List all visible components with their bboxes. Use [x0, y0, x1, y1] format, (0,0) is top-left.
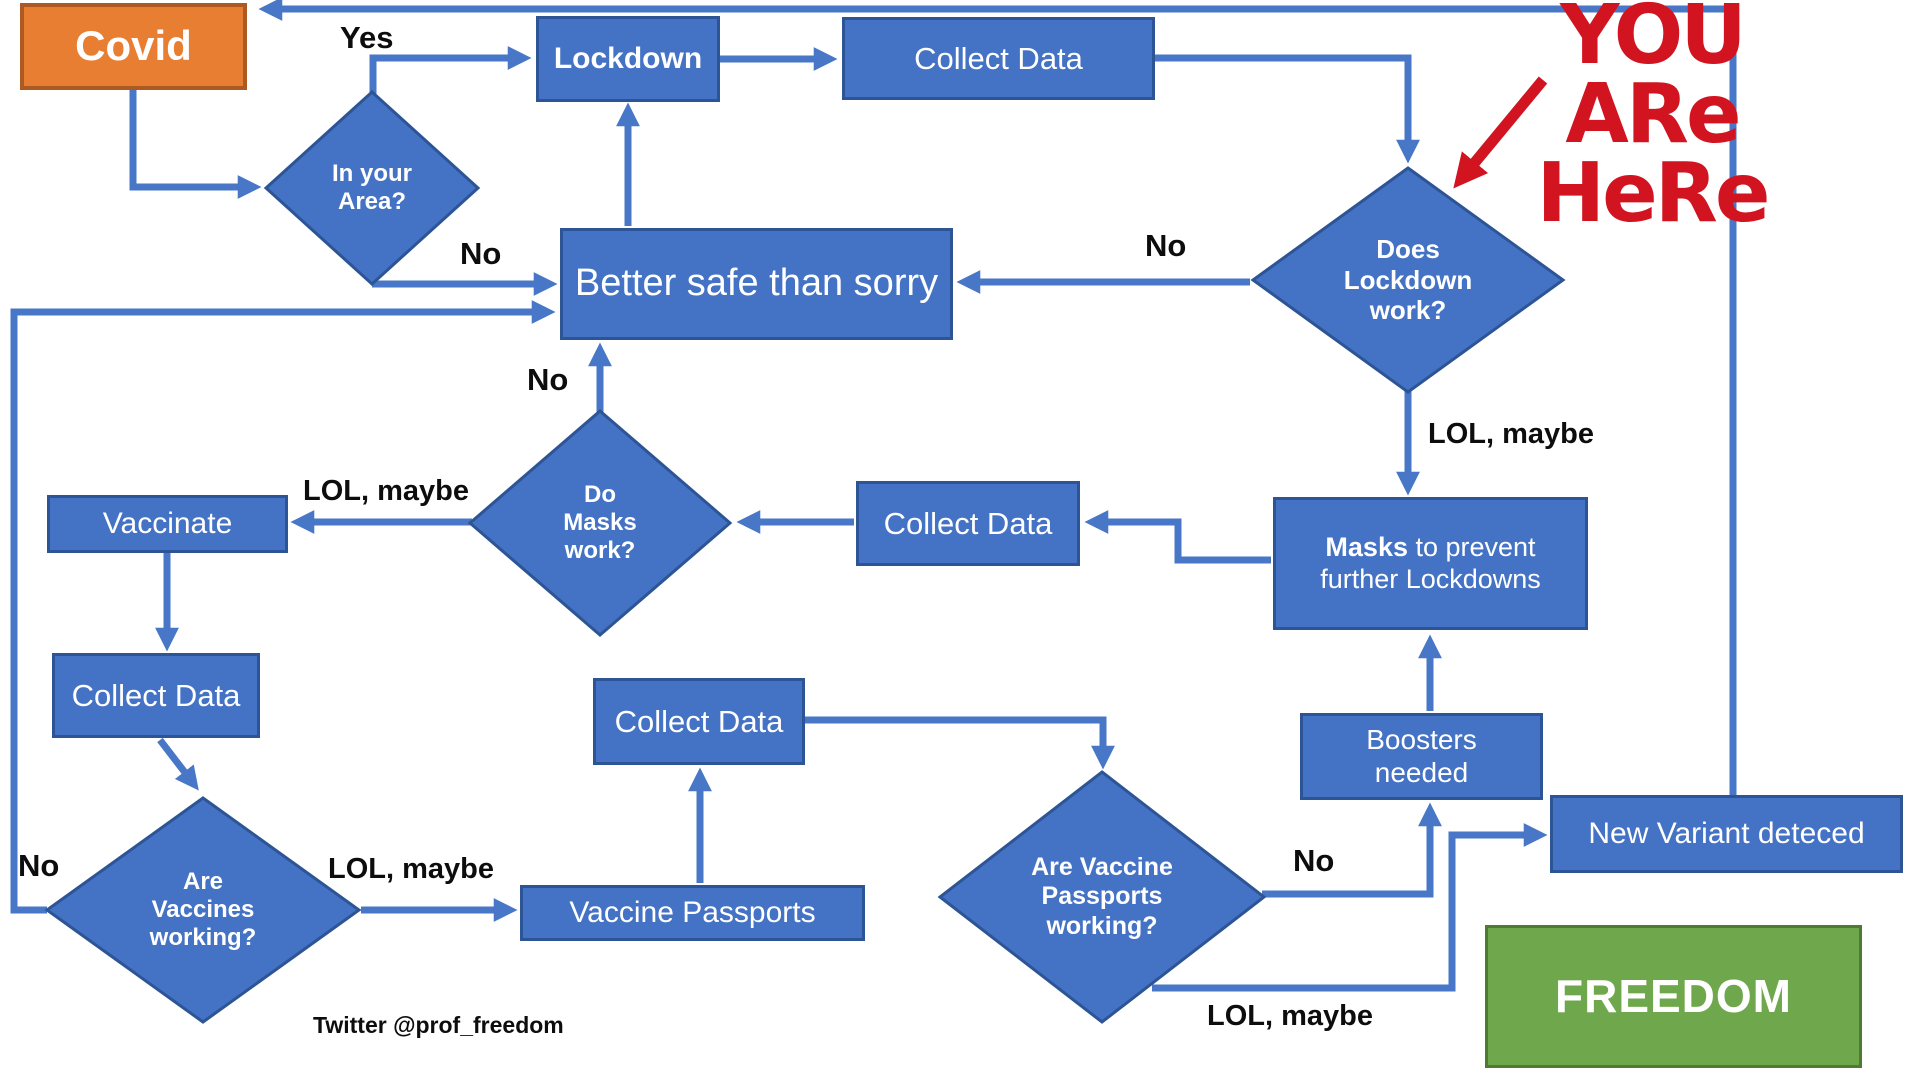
- edge-label-lol-do-masks: LOL, maybe: [303, 475, 469, 507]
- masks-rest-text: to prevent further Lockdowns: [1320, 532, 1541, 594]
- node-boosters-needed: Boosters needed: [1300, 713, 1543, 800]
- node-masks-to-prevent-lockdowns: Masks to prevent further Lockdowns: [1273, 497, 1588, 630]
- diamond-label-does-lockdown-work: Does Lockdown work?: [1343, 233, 1473, 326]
- twitter-credit: Twitter @prof_freedom: [313, 1012, 564, 1038]
- edge-collect-data-bottom-to-are-vaccine-passports: [805, 716, 1115, 770]
- you-are-here-line2: ARe: [1565, 67, 1741, 162]
- edge-collect-data-left-to-are-vaccines: [157, 737, 199, 791]
- diamond-label-do-masks-work: Do Masks work?: [563, 480, 637, 565]
- node-lockdown: Lockdown: [536, 16, 720, 102]
- node-collect-data-left: Collect Data: [52, 653, 260, 738]
- masks-bold-word: Masks: [1325, 532, 1408, 563]
- diamond-are-vaccine-passports-working: [937, 770, 1267, 1024]
- node-freedom: FREEDOM: [1485, 925, 1862, 1068]
- diamond-label-are-vaccine-passports-working: Are Vaccine Passports working?: [1031, 852, 1173, 940]
- diamond-label-are-vaccines-working: Are Vaccines working?: [149, 867, 257, 952]
- edge-collect-data-top-to-does-lockdown: [1152, 54, 1420, 164]
- edge-label-no-do-masks: No: [527, 362, 569, 397]
- you-are-here-line3: HeRe: [1536, 146, 1771, 241]
- you-are-here-arrow: [1453, 76, 1548, 189]
- node-better-safe-than-sorry: Better safe than sorry: [560, 228, 953, 340]
- edge-label-no-does-lockdown: No: [1145, 228, 1187, 263]
- edge-label-yes-in-area: Yes: [340, 20, 394, 55]
- edge-label-lol-are-vaccines: LOL, maybe: [328, 853, 494, 885]
- node-new-variant-detected: New Variant deteced: [1550, 795, 1903, 873]
- diamond-are-vaccines-working: [44, 796, 362, 1024]
- edge-covid-to-in-area: [129, 90, 262, 199]
- edge-masks-to-collect-data-mid: [1084, 510, 1271, 564]
- node-collect-data-top: Collect Data: [842, 17, 1155, 100]
- diamond-in-your-area: [263, 89, 481, 287]
- edge-are-vaccines-no-to-better-safe: [10, 300, 556, 914]
- edge-are-vaccine-passports-lol-to-new-variant: [1152, 823, 1548, 992]
- diamond-does-lockdown-work: [1250, 166, 1566, 394]
- edge-are-vaccine-passports-no-to-boosters: [1262, 802, 1442, 898]
- edge-label-lol-does-lockdown: LOL, maybe: [1428, 418, 1594, 450]
- node-vaccine-passports: Vaccine Passports: [520, 885, 865, 941]
- you-are-here-line1: YOU: [1560, 0, 1747, 83]
- edge-label-no-are-vaccine-passports: No: [1293, 843, 1335, 878]
- edge-label-no-in-area: No: [460, 236, 502, 271]
- diamond-label-in-your-area: In your Area?: [331, 159, 412, 215]
- edge-new-variant-return-to-start: [258, 0, 1737, 795]
- node-vaccinate: Vaccinate: [47, 495, 288, 553]
- node-collect-data-bottom: Collect Data: [593, 678, 805, 765]
- edge-label-lol-are-vaccine-passports: LOL, maybe: [1207, 1000, 1373, 1032]
- you-are-here-annotation: YOU ARe HeRe: [1492, 0, 1812, 241]
- node-covid: Covid: [20, 3, 247, 90]
- node-collect-data-mid: Collect Data: [856, 481, 1080, 566]
- diamond-do-masks-work: [467, 409, 733, 637]
- edge-label-no-are-vaccines: No: [18, 848, 60, 883]
- edge-in-area-yes-to-lockdown: [369, 46, 532, 96]
